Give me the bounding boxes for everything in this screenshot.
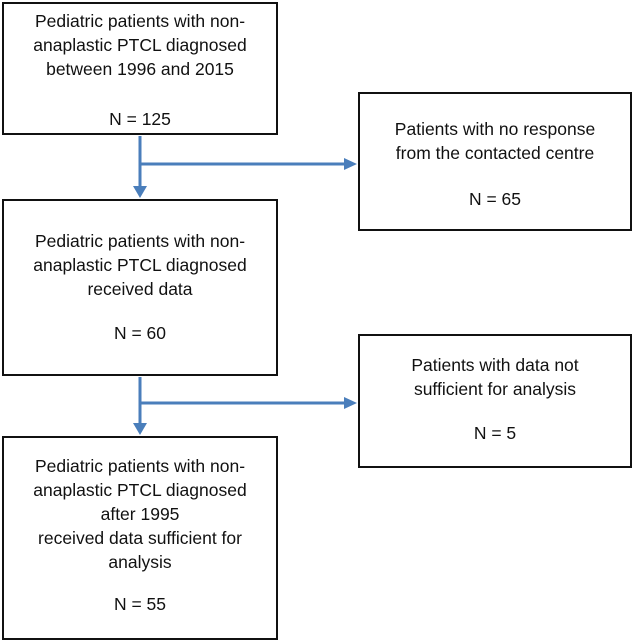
box-line: Pediatric patients with non- xyxy=(34,11,246,31)
box-line: received data xyxy=(87,279,193,299)
box-line: Pediatric patients with non- xyxy=(34,231,246,251)
box-line: after 1995 xyxy=(100,504,180,524)
flow-box-insufficient-data: Patients with data not sufficient for an… xyxy=(358,334,632,468)
box-count: N = 65 xyxy=(468,189,522,209)
box-line: anaplastic PTCL diagnosed xyxy=(33,480,247,500)
box-count: N = 55 xyxy=(113,594,167,614)
box-line: sufficient for analysis xyxy=(413,379,577,399)
box-description: Patients with data not sufficient for an… xyxy=(360,353,630,401)
arrow-branch-to-box-4-head xyxy=(344,397,357,409)
box-line: between 1996 and 2015 xyxy=(46,59,234,79)
box-description: Pediatric patients with non- anaplastic … xyxy=(4,229,276,301)
arrow-branch-to-box-2-head xyxy=(344,158,357,170)
box-count: N = 60 xyxy=(113,323,167,343)
box-description: Pediatric patients with non- anaplastic … xyxy=(4,454,276,574)
box-line: anaplastic PTCL diagnosed xyxy=(33,35,247,55)
box-count: N = 125 xyxy=(109,109,171,129)
flow-box-received-data: Pediatric patients with non- anaplastic … xyxy=(2,199,278,376)
arrow-3-to-5-head xyxy=(133,423,147,435)
box-description: Patients with no response from the conta… xyxy=(360,117,630,165)
box-line: Patients with no response xyxy=(394,119,596,139)
flow-box-diagnosed-1996-2015: Pediatric patients with non- anaplastic … xyxy=(2,2,278,135)
box-description: Pediatric patients with non- anaplastic … xyxy=(4,9,276,81)
box-line: analysis xyxy=(108,552,172,572)
arrow-1-to-3-head xyxy=(133,186,147,198)
box-count: N = 5 xyxy=(473,423,517,443)
flow-box-no-response: Patients with no response from the conta… xyxy=(358,92,632,231)
box-line: anaplastic PTCL diagnosed xyxy=(33,255,247,275)
box-line: from the contacted centre xyxy=(395,143,595,163)
box-line: Patients with data not xyxy=(411,355,579,375)
box-line: Pediatric patients with non- xyxy=(34,456,246,476)
box-line: received data sufficient for xyxy=(38,528,242,548)
flow-box-sufficient-data: Pediatric patients with non- anaplastic … xyxy=(2,436,278,640)
